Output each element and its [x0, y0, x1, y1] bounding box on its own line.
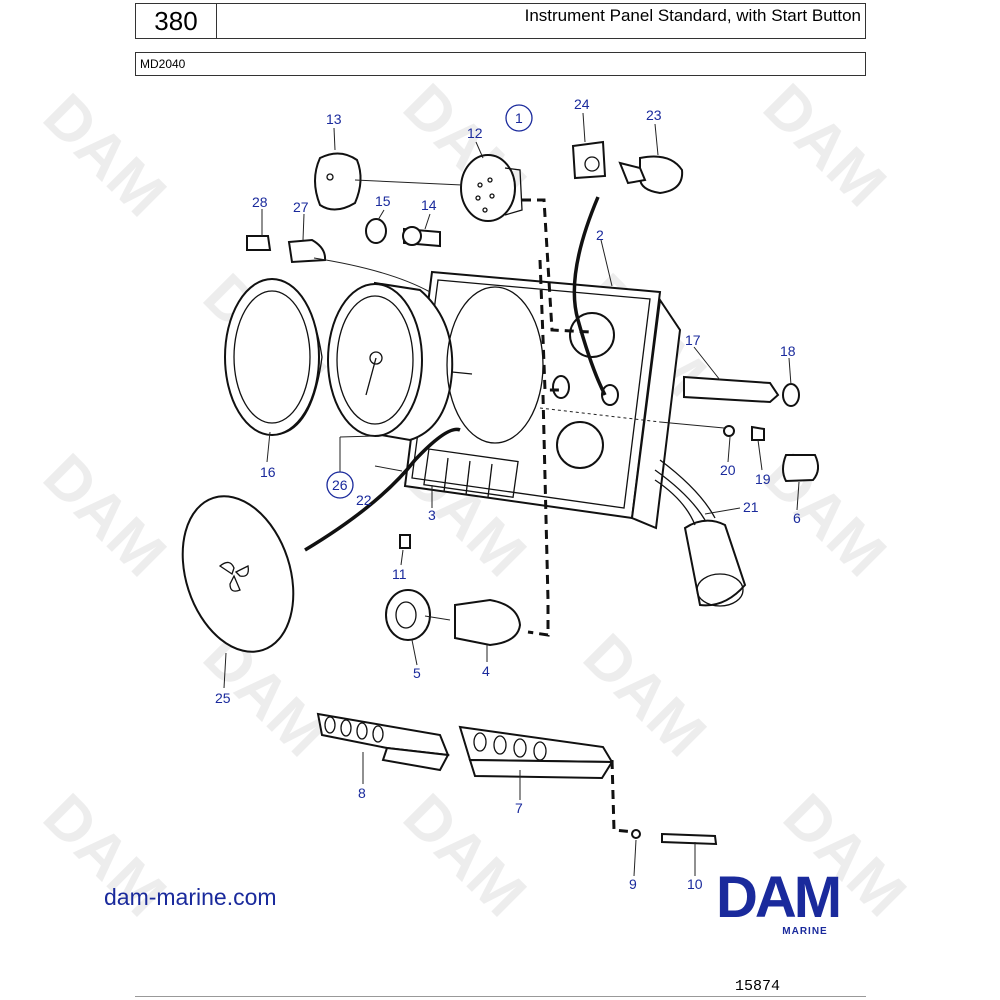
- callout-4: 4: [482, 663, 490, 679]
- callout-19: 19: [755, 471, 771, 487]
- page-number: 380: [135, 3, 217, 39]
- watermark: DAM: [750, 71, 899, 220]
- callout-17: 17: [685, 332, 701, 348]
- callout-20: 20: [720, 462, 736, 478]
- callout-8: 8: [358, 785, 366, 801]
- callout-10: 10: [687, 876, 703, 892]
- callout-1: 1: [515, 110, 523, 126]
- model-label: MD2040: [135, 52, 866, 76]
- instrument-panel: [403, 270, 682, 530]
- start-button: [385, 534, 522, 647]
- bottom-rule: [135, 996, 866, 997]
- callout-12: 12: [467, 125, 483, 141]
- website-link[interactable]: dam-marine.com: [104, 884, 277, 910]
- callout-15: 15: [375, 193, 391, 209]
- drawing-number: 15874: [735, 978, 781, 995]
- callout-9: 9: [629, 876, 637, 892]
- page-title: Instrument Panel Standard, with Start Bu…: [216, 3, 866, 39]
- callout-25: 25: [215, 690, 231, 706]
- bezel-ring: [224, 278, 323, 436]
- callout-23: 23: [646, 107, 662, 123]
- callout-14: 14: [421, 197, 437, 213]
- callout-28: 28: [252, 194, 268, 210]
- watermark: DAM: [750, 441, 899, 590]
- callout-18: 18: [780, 343, 796, 359]
- warning-lamp-assembly: [246, 140, 684, 264]
- callout-16: 16: [260, 464, 276, 480]
- callout-2: 2: [596, 227, 604, 243]
- callout-5: 5: [413, 665, 421, 681]
- logo-subtext: MARINE: [782, 926, 828, 937]
- callout-22: 22: [356, 492, 372, 508]
- cover-plate: [181, 495, 295, 653]
- dam-marine-logo: DAM MARINE: [716, 865, 894, 938]
- side-components: [654, 375, 819, 607]
- callout-11: 11: [392, 566, 407, 582]
- callout-3: 3: [428, 507, 436, 523]
- callout-13: 13: [326, 111, 342, 127]
- watermark: DAM: [30, 441, 179, 590]
- callout-circle-26: [326, 471, 354, 499]
- connector-blocks: [316, 712, 718, 846]
- callout-6: 6: [793, 510, 801, 526]
- leader-lines: [223, 112, 800, 877]
- callout-circle-1: [505, 104, 533, 132]
- callout-27: 27: [293, 199, 309, 215]
- tachometer-gauge: [327, 281, 473, 442]
- callout-7: 7: [515, 800, 523, 816]
- callout-26: 26: [332, 477, 348, 493]
- callouts: 1 2 3 4 5 6 7 8 9 10 11 12 13 14 15 16 1…: [215, 96, 801, 892]
- callout-24: 24: [574, 96, 590, 112]
- logo-word: DAM: [716, 865, 842, 930]
- assembly-lines: [304, 179, 725, 834]
- callout-21: 21: [743, 499, 759, 515]
- watermark: DAM: [30, 81, 179, 230]
